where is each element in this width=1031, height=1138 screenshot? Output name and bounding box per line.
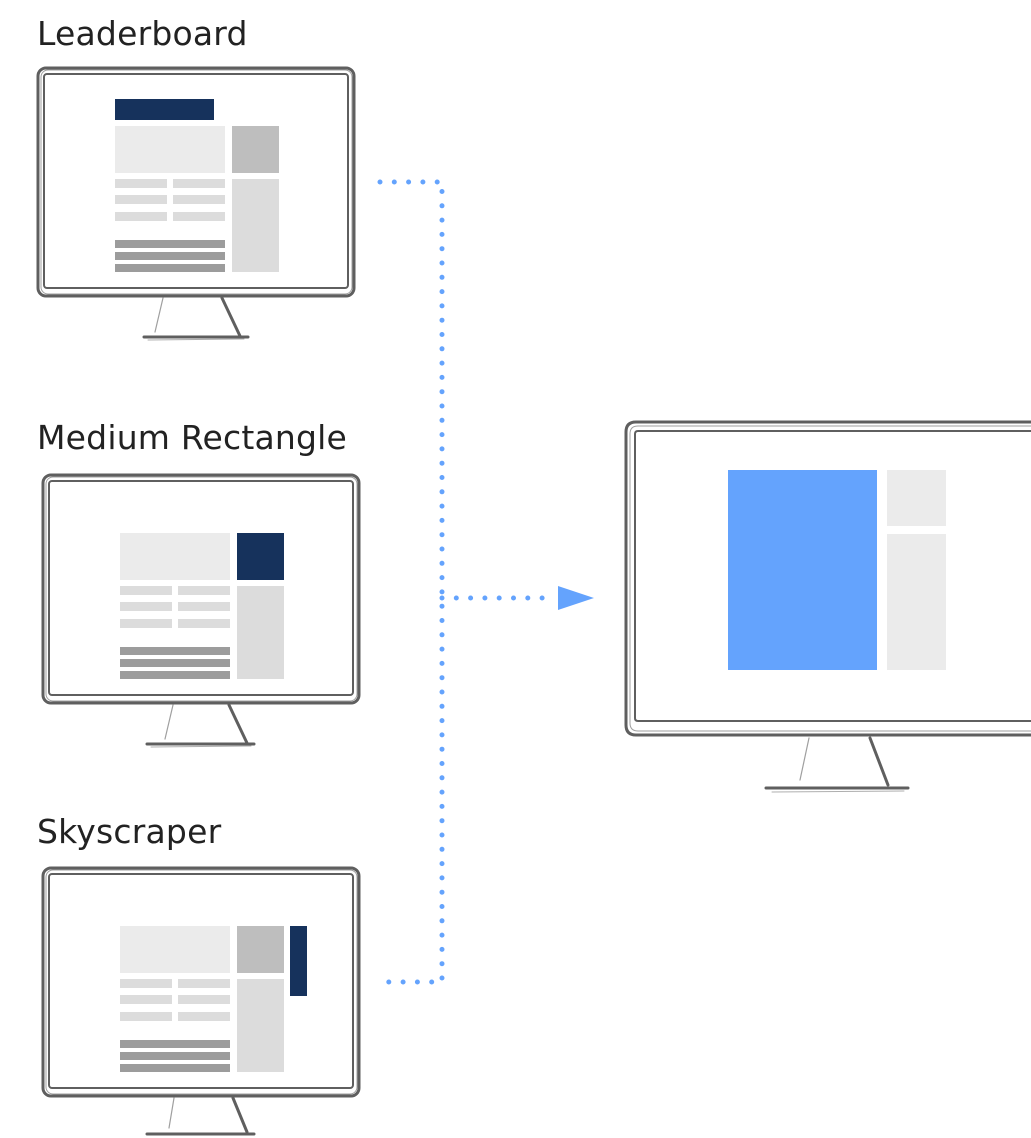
sidebar-top-block [237, 926, 284, 973]
content-line [178, 979, 230, 988]
content-line [173, 212, 225, 221]
content-line [173, 195, 225, 204]
content-hero-block [120, 533, 230, 580]
content-line [115, 212, 167, 221]
monitor-stand [145, 1096, 256, 1136]
sidebar-block [232, 179, 279, 272]
content-line [178, 995, 230, 1004]
content-bar [115, 252, 225, 260]
content-line [178, 586, 230, 595]
sidebar-top-block [887, 470, 946, 526]
sidebar-block [887, 534, 946, 670]
label-leaderboard: Leaderboard [37, 14, 248, 53]
monitor-target [624, 420, 1031, 793]
sidebar-block [237, 586, 284, 679]
content-hero-block [120, 926, 230, 973]
content-line [120, 995, 172, 1004]
label-medium-rectangle: Medium Rectangle [37, 418, 348, 457]
monitor-leaderboard [36, 66, 356, 341]
monitor-stand [145, 703, 256, 748]
content-line [120, 602, 172, 611]
page-layout [120, 533, 284, 679]
label-skyscraper: Skyscraper [37, 812, 222, 851]
content-bar [120, 647, 230, 655]
content-bar [115, 264, 225, 272]
content-bar [115, 240, 225, 248]
content-line [115, 179, 167, 188]
page-layout [728, 470, 946, 670]
sidebar-top-block [232, 126, 279, 173]
content-line [178, 1012, 230, 1021]
monitor-skyscraper [41, 866, 361, 1136]
ad-slot-leaderboard [115, 99, 214, 120]
content-bar [120, 671, 230, 679]
monitor-frame [41, 866, 361, 1098]
monitor-frame [36, 66, 356, 298]
content-line [178, 619, 230, 628]
content-bar [120, 1040, 230, 1048]
monitor-frame [624, 420, 1031, 737]
content-line [120, 1012, 172, 1021]
arrow-head-icon [558, 586, 594, 610]
page-layout [120, 926, 307, 1072]
ad-slot-medium-rectangle [237, 533, 284, 580]
sidebar-block [237, 979, 284, 1072]
ad-slot-skyscraper [290, 926, 307, 996]
monitor-stand [142, 296, 250, 341]
content-hero-block [115, 126, 225, 173]
ad-slot-highlighted [728, 470, 877, 670]
monitor-medium-rectangle [41, 473, 361, 748]
content-line [120, 979, 172, 988]
monitor-stand [764, 736, 910, 793]
content-line [120, 586, 172, 595]
page-layout [115, 99, 279, 272]
content-bar [120, 659, 230, 667]
content-line [173, 179, 225, 188]
dotted-bracket-line [377, 179, 445, 985]
content-line [120, 619, 172, 628]
content-bar [120, 1052, 230, 1060]
content-bar [120, 1064, 230, 1072]
content-line [115, 195, 167, 204]
content-line [178, 602, 230, 611]
monitor-frame [41, 473, 361, 705]
